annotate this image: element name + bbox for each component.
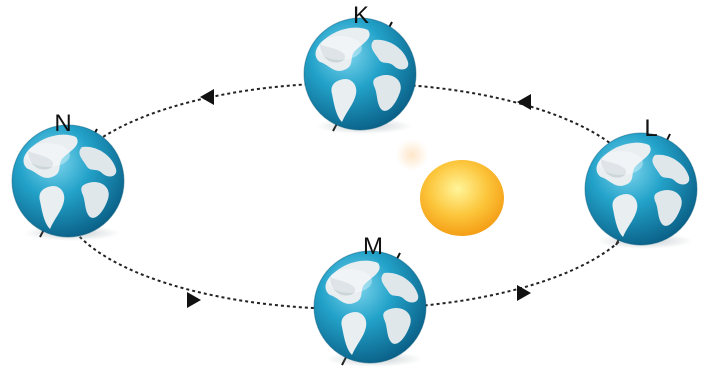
position-label-n: N [54, 110, 71, 137]
orbit-arrow-icon [187, 292, 201, 308]
sun-icon [396, 139, 504, 236]
earth-n: N [11, 110, 125, 242]
position-label-k: K [353, 2, 369, 29]
earth-icon [584, 132, 698, 250]
orbit-arrow-icon [517, 285, 531, 301]
orbit-arrow-icon [187, 89, 531, 308]
earth-m: M [313, 233, 427, 368]
orbit-arrow-icon [517, 94, 531, 110]
earth-k: K [303, 2, 417, 135]
earth-icon [11, 124, 125, 242]
orbit-arrow-icon [200, 89, 214, 105]
earth-icon [313, 250, 427, 368]
earth-l: L [584, 115, 698, 250]
position-label-l: L [644, 115, 657, 142]
earth-icon [303, 17, 417, 135]
position-label-m: M [363, 233, 383, 260]
